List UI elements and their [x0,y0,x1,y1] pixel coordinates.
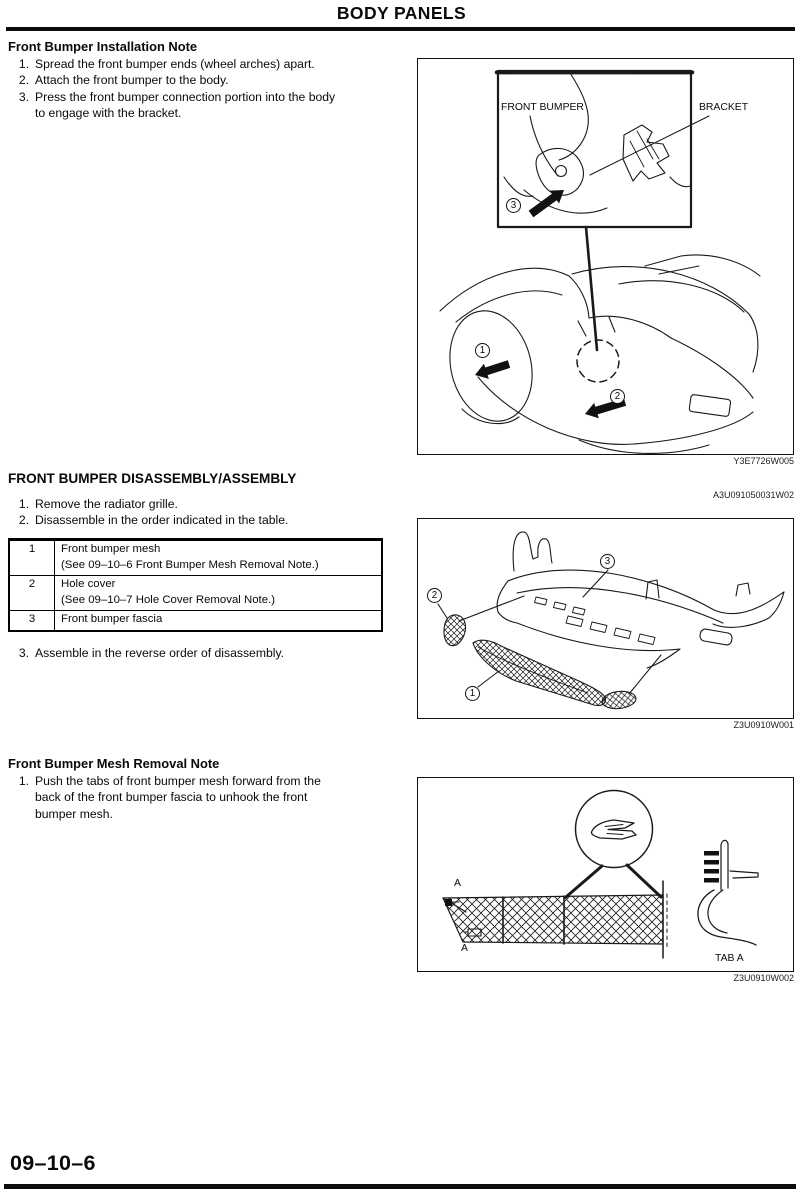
step-number: 2. [18,73,29,88]
installation-step-3: 3. Press the front bumper connection por… [8,89,408,122]
disassembly-heading: FRONT BUMPER DISASSEMBLY/ASSEMBLY [8,471,297,486]
figure-code-mesh: Z3U0910W002 [733,973,794,983]
callout-1: 1 [475,343,490,358]
figure-exploded: 3 2 1 [417,518,794,719]
table-cell-no: 1 [10,541,55,576]
section-disassembly: FRONT BUMPER DISASSEMBLY/ASSEMBLY [8,471,408,488]
callout-2: 2 [427,588,442,603]
table-cell-desc: Front bumper fascia [55,611,381,630]
step-text: Remove the radiator grille. [35,497,178,511]
disassembly-steps-before: 1. Remove the radiator grille. 2. Disass… [8,496,408,529]
table-cell-no: 3 [10,611,55,630]
exploded-diagram [437,531,785,710]
disassembly-step-3: 3. Assemble in the reverse order of disa… [8,645,408,661]
step-text: Assemble in the reverse order of disasse… [35,646,285,660]
step-number: 3. [18,646,29,660]
table-row-3: 3 Front bumper fascia [10,610,381,630]
step-text: Attach the front bumper to the body. [35,73,229,88]
label-a-top: A [454,878,461,889]
doc-code: A3U091050031W02 [712,490,794,500]
disassembly-steps-after: 3. Assemble in the reverse order of disa… [8,645,408,661]
mesh-diagram [442,789,759,959]
installation-diagram [439,69,761,454]
section-installation: Front Bumper Installation Note 1. Spread… [8,39,408,122]
disassembly-table: 1 Front bumper mesh (See 09–10–6 Front B… [8,538,383,632]
installation-step-1: 1. Spread the front bumper ends (wheel a… [8,56,408,72]
mesh-removal-step-1: 1. Push the tabs of front bumper mesh fo… [8,773,408,822]
table-row-2: 2 Hole cover (See 09–10–7 Hole Cover Rem… [10,575,381,611]
table-row-1: 1 Front bumper mesh (See 09–10–6 Front B… [10,541,381,576]
callout-3: 3 [600,554,615,569]
step-number: 1. [18,497,29,511]
arrow-step1 [475,360,511,379]
figure-code-installation: Y3E7726W005 [733,456,794,466]
part-name: Front bumper mesh [61,543,161,555]
step-number: 1. [18,57,29,71]
step-number: 3. [18,89,29,104]
mesh-removal-heading: Front Bumper Mesh Removal Note [8,756,220,771]
disassembly-step-2: 2. Disassemble in the order indicated in… [8,512,408,528]
section-mesh-removal: Front Bumper Mesh Removal Note 1. Push t… [8,756,408,822]
step-number: 2. [18,513,29,528]
step-text: Disassemble in the order indicated in th… [35,513,289,528]
installation-heading: Front Bumper Installation Note [8,39,198,54]
callout-2: 2 [610,389,625,404]
disassembly-step-1: 1. Remove the radiator grille. [8,496,408,512]
callout-3: 3 [506,198,521,213]
label-tab-a: TAB A [715,953,744,964]
footer-rule [4,1184,796,1189]
label-a-bottom: A [461,943,468,954]
step-text: Push the tabs of front bumper mesh forwa… [35,774,321,821]
step-text: Spread the front bumper ends (wheel arch… [35,57,315,71]
step-text: Press the front bumper connection portio… [35,89,336,121]
label-bracket: BRACKET [699,102,749,113]
installation-step-2: 2. Attach the front bumper to the body. [8,72,408,88]
figure-code-exploded: Z3U0910W001 [733,720,794,730]
part-note: (See 09–10–6 Front Bumper Mesh Removal N… [61,558,319,571]
figure-mesh: A A TAB A [417,777,794,972]
header-rule [6,27,795,31]
part-note: (See 09–10–7 Hole Cover Removal Note.) [61,593,276,606]
callout-1: 1 [465,686,480,701]
table-cell-no: 2 [10,576,55,611]
table-cell-desc: Front bumper mesh (See 09–10–6 Front Bum… [55,541,381,575]
page-title: BODY PANELS [336,3,467,23]
label-front-bumper: FRONT BUMPER [501,102,584,113]
table-cell-desc: Hole cover (See 09–10–7 Hole Cover Remov… [55,576,381,610]
step-number: 1. [18,774,29,788]
part-name: Hole cover [61,578,116,591]
footer-page-number: 09–10–6 [10,1151,96,1175]
part-name: Front bumper fascia [61,613,163,626]
figure-installation: FRONT BUMPER BRACKET 3 1 2 [417,58,794,455]
arrow-step3 [528,190,564,218]
